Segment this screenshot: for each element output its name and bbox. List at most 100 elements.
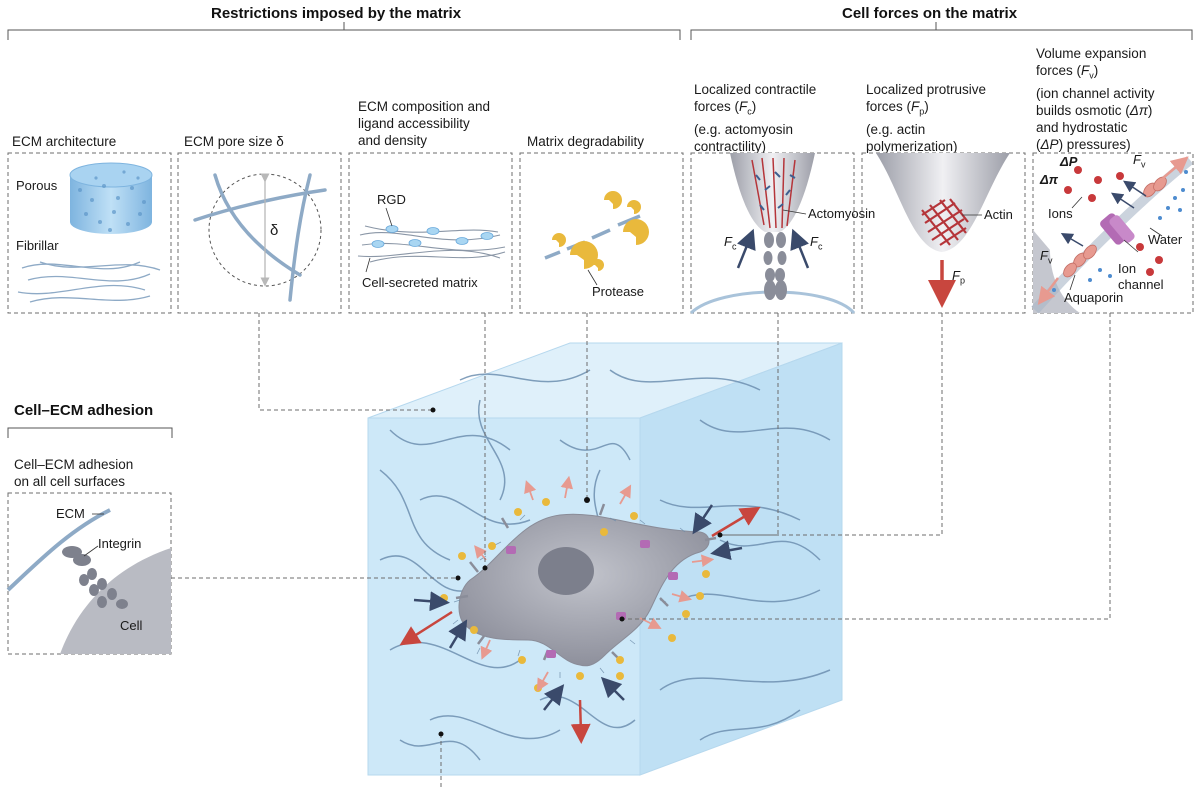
protrusive-title-line2-pre: forces ( [866, 99, 912, 114]
fc-arrow-left [736, 228, 756, 269]
fp-sub: p [919, 106, 925, 117]
aquaporins [1063, 176, 1167, 278]
actomyosin-label: Actomyosin [808, 206, 876, 221]
composition-title-line1: ECM composition and [358, 99, 491, 114]
porous-label: Porous [16, 178, 58, 193]
ion-channel-label-line2: channel [1118, 277, 1164, 292]
ion-channel-label-line1: Ion [1118, 261, 1137, 276]
composition-title-line3: and density [358, 133, 428, 148]
cell-secreted-label: Cell-secreted matrix [362, 275, 478, 290]
composition-title: ECM composition and ligand accessibility… [358, 98, 490, 149]
fp-label: Fp [952, 268, 965, 286]
protease-label: Protease [592, 284, 645, 299]
restrictions-header: Restrictions imposed by the matrix [211, 5, 462, 22]
fc-symbol: F [739, 99, 748, 114]
volume-title-line6-post: ) pressures) [1058, 136, 1131, 152]
volume-title-line6-pre: ( [1036, 136, 1041, 152]
fv-top-label: Fv [1133, 152, 1145, 170]
volume-title-line4: builds osmotic (Δπ) [1036, 102, 1155, 119]
volume-title-line2-pre: forces ( [1036, 63, 1082, 78]
connector-lines [171, 313, 1111, 790]
actin-label: Actin [984, 207, 1013, 222]
volume-title: Volume expansion forces (Fv) (ion channe… [1036, 45, 1155, 153]
actin-mesh [921, 198, 969, 246]
volume-title-line3: (ion channel activity [1036, 85, 1155, 101]
rgd-ligands [371, 225, 494, 248]
fc-right-label: Fc [810, 234, 822, 252]
volume-title-line5: and hydrostatic [1036, 119, 1128, 135]
fc-left-label: Fc [724, 234, 736, 252]
adhesion-header: Cell–ECM adhesion [14, 402, 154, 419]
water-label: Water [1148, 232, 1183, 247]
adhesion-integrin-label: Integrin [98, 536, 142, 551]
aquaporin-label: Aquaporin [1064, 290, 1124, 305]
adhesion-title: Cell–ECM adhesion on all cell surfaces [14, 456, 133, 490]
volume-leaders [1069, 196, 1163, 291]
protease-enzymes [552, 191, 649, 271]
rgd-label: RGD [377, 192, 406, 207]
actomyosin-leader [782, 209, 807, 215]
fc-left-symbol: F [724, 234, 732, 249]
protrusive-title-line3: (e.g. actin [866, 121, 926, 137]
contractile-title: Localized contractile forces (Fc) (e.g. … [694, 81, 816, 155]
adhesion-integrin [62, 546, 128, 609]
protrusive-title-line2: forces (Fp) [866, 98, 986, 121]
adhesion-title-line2: on all cell surfaces [14, 474, 126, 489]
fv-top-symbol: F [1133, 152, 1141, 167]
adhesion-cell-label: Cell [120, 618, 143, 633]
fibrillar-fibers [17, 261, 161, 303]
ecm-architecture-title: ECM architecture [12, 134, 117, 149]
matrix-cube [367, 342, 843, 776]
panel-pore-size [177, 152, 342, 314]
protease-leader [587, 269, 598, 286]
cell-forces-header: Cell forces on the matrix [842, 5, 1018, 22]
pore-diagram [193, 173, 327, 302]
contractile-title-line4: contractility) [694, 138, 767, 154]
fv-symbol: F [1081, 63, 1090, 78]
contractile-title-line2-post: ) [751, 99, 757, 114]
fv-bottom-symbol: F [1040, 248, 1048, 263]
ion-channel-label: Ion channel [1118, 261, 1164, 293]
protrusive-title: Localized protrusive forces (Fp) (e.g. a… [866, 81, 986, 155]
adhesion-ecm-fiber [6, 508, 111, 592]
fc-arrow-right [790, 228, 810, 269]
connector-dots [430, 407, 723, 737]
fv-top-sub: v [1140, 159, 1146, 170]
adhesion-integrin-leader [83, 545, 99, 557]
fp-label-sub: p [959, 275, 965, 286]
rgd-leader [385, 207, 393, 227]
protrusive-title-line4: polymerization) [866, 138, 958, 154]
volume-title-line4-post: ) [1147, 102, 1153, 118]
fc-right-sub: c [817, 241, 823, 252]
central-cell [458, 513, 710, 667]
ion-channel [1100, 213, 1135, 245]
integrin-pair [763, 232, 787, 300]
contractile-title-line1: Localized contractile [694, 82, 817, 97]
volume-title-line4-pre: builds osmotic ( [1036, 102, 1130, 118]
delta-label: δ [270, 222, 279, 239]
protrusive-title-line2-post: ) [924, 99, 929, 114]
delta-p-label: ΔP [1060, 154, 1078, 169]
delta-pi-symbol: Δπ [1129, 102, 1148, 118]
volume-title-line1: Volume expansion [1036, 46, 1147, 61]
protrusive-title-line1: Localized protrusive [866, 82, 987, 97]
fv-sub: v [1089, 70, 1094, 81]
composition-title-line2: ligand accessibility [358, 116, 470, 131]
cell-secreted-leader [365, 257, 371, 273]
fc-sub: c [747, 106, 752, 117]
fv-bottom-label: Fv [1040, 248, 1052, 266]
volume-force-arrows [1037, 156, 1189, 305]
adhesion-ecm-label: ECM [56, 506, 85, 521]
contractile-title-line2-pre: forces ( [694, 99, 740, 114]
delta-p-symbol: ΔP [1040, 136, 1059, 152]
fp-symbol: F [911, 99, 920, 114]
fibrillar-label: Fibrillar [16, 238, 59, 253]
cell-forces-bracket [690, 22, 1193, 40]
porous-cylinder [69, 162, 153, 234]
volume-title-line2: forces (Fv) [1036, 62, 1155, 85]
volume-title-line2-post: ) [1093, 63, 1099, 78]
volume-title-line6: (ΔP) pressures) [1036, 136, 1155, 153]
ions-label: Ions [1048, 206, 1073, 221]
degradability-title: Matrix degradability [527, 134, 645, 149]
